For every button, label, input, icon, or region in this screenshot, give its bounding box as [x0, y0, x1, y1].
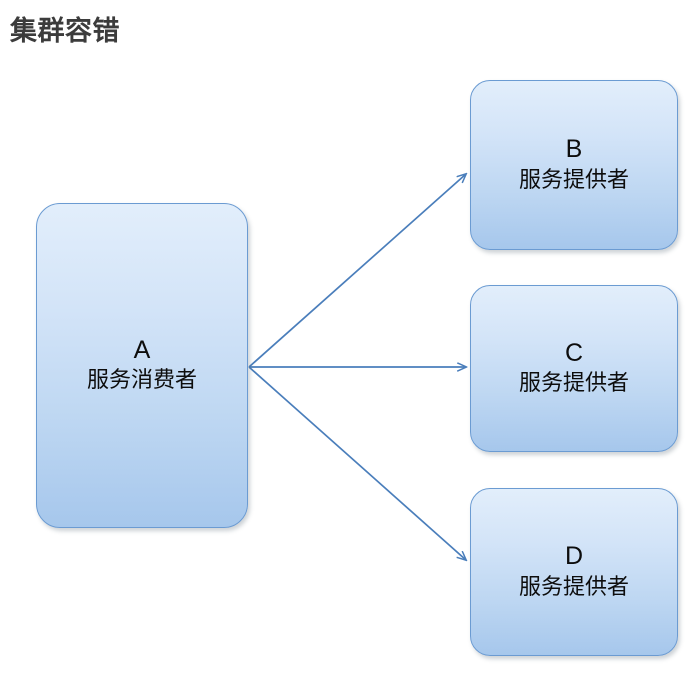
node-d-role: 服务提供者: [518, 573, 629, 599]
node-a-role: 服务消费者: [86, 367, 197, 393]
node-c-service-provider[interactable]: C 服务提供者: [470, 285, 678, 452]
node-a-service-consumer[interactable]: A 服务消费者: [36, 203, 248, 528]
node-d-service-provider[interactable]: D 服务提供者: [470, 488, 678, 656]
node-c-role: 服务提供者: [518, 370, 629, 396]
node-d-id: D: [564, 542, 584, 571]
node-b-id: B: [565, 135, 583, 164]
node-c-id: C: [564, 338, 584, 367]
node-b-role: 服务提供者: [518, 166, 629, 192]
edge-a-to-b: [248, 174, 466, 368]
edge-a-to-d: [248, 366, 466, 560]
page-title: 集群容错: [10, 16, 120, 46]
node-b-service-provider[interactable]: B 服务提供者: [470, 80, 678, 250]
node-a-id: A: [133, 335, 151, 364]
